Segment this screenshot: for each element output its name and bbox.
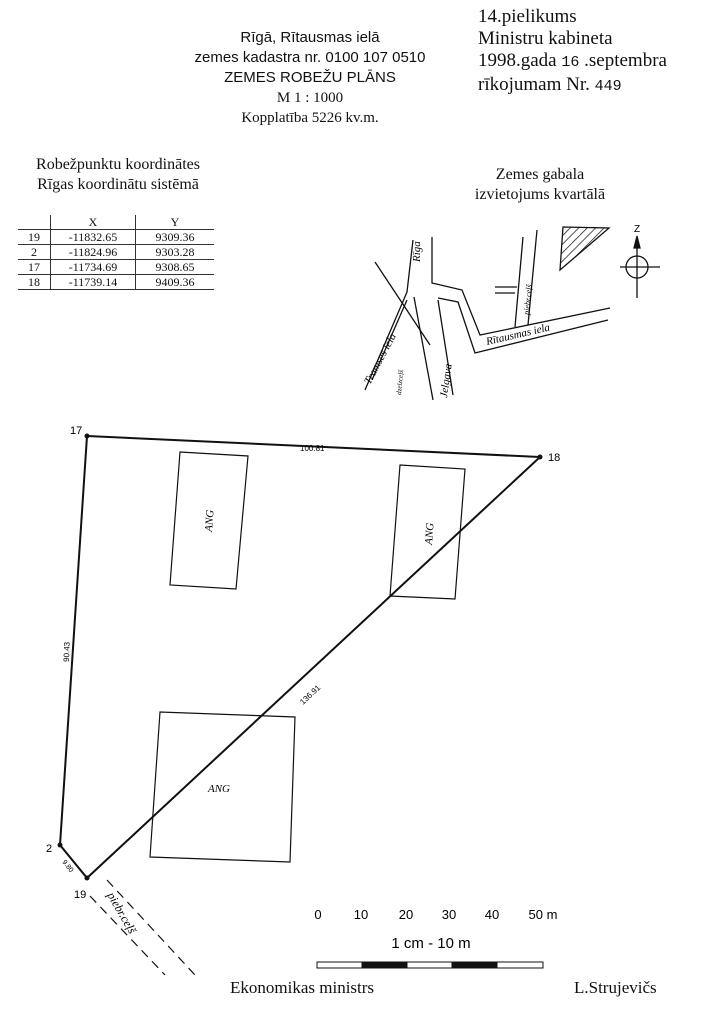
street-label-ritausmas: Rītausmas iela [484, 321, 552, 348]
boundary-point [57, 842, 63, 848]
distance-17-2: 90.43 [62, 641, 72, 662]
scale-tick-label: 50 m [529, 907, 558, 922]
street-line [527, 229, 538, 326]
coordinates-title: Robežpunktu koordinātes Rīgas koordinātu… [0, 155, 236, 195]
document-header: Rīgā, Rītausmas ielā zemes kadastra nr. … [160, 28, 460, 128]
cell-point: 2 [18, 244, 51, 260]
parcel-location-hatched [559, 226, 611, 272]
column-header-x: X [50, 215, 136, 230]
building-outline [149, 711, 296, 863]
scale-tick-label: 30 [442, 907, 456, 922]
cell-y: 9308.65 [135, 259, 214, 275]
building-outline [389, 464, 466, 600]
boundary-point [84, 433, 90, 439]
scale-tick-label: 0 [314, 907, 321, 922]
scale-bar [316, 961, 544, 969]
north-label: Z [634, 224, 640, 235]
scale-tick-label: 40 [485, 907, 499, 922]
street-label-riga: Rīga [411, 241, 423, 263]
street-label-tramses: Tramses iela [362, 331, 399, 386]
cell-y: 9303.28 [135, 244, 214, 260]
table-header-row: X Y [18, 215, 214, 230]
scale-segment [406, 961, 453, 969]
street-label-jelgava: Jelgava [438, 362, 455, 398]
address: Rīgā, Rītausmas ielā [240, 29, 380, 46]
building-label: ANG [423, 522, 437, 546]
street-line [371, 299, 408, 381]
scale-tick-label: 10 [354, 907, 368, 922]
document-title: ZEMES ROBEŽU PLĀNS [224, 69, 396, 86]
scale-segment [451, 961, 498, 969]
coordinates-title-line2: Rīgas koordinātu sistēmā [37, 176, 199, 193]
point-label-2: 2 [46, 843, 52, 855]
building-label: ANG [203, 509, 217, 533]
street-label-railway: dzelzceļš [395, 369, 405, 395]
parcel-boundary [58, 435, 543, 880]
location-title-line2: izvietojums kvartālā [474, 186, 606, 203]
annex-year: 1998.gada [478, 50, 557, 71]
street-label-driveway: piebr.ceļš [522, 283, 535, 316]
signatory-position: Ekonomikas ministrs [230, 978, 375, 997]
cell-point: 19 [18, 229, 51, 245]
scale-segment [361, 961, 408, 969]
point-label-18: 18 [548, 452, 560, 464]
boundary-point [84, 875, 90, 881]
annex-date: 1998.gada 16 .septembra [478, 50, 667, 74]
distance-19-18: 136.91 [298, 683, 322, 707]
scale-tick-label: 20 [399, 907, 413, 922]
street-line [364, 239, 414, 391]
driveway-edge [106, 879, 196, 976]
cell-x: -11739.14 [50, 274, 136, 290]
cell-x: -11824.96 [50, 244, 136, 260]
coordinates-title-line1: Robežpunktu koordinātes [36, 156, 200, 173]
annex-number: 14.pielikums [478, 6, 577, 27]
cadastre-number: zemes kadastra nr. 0100 107 0510 [194, 49, 426, 66]
cell-x: -11832.65 [50, 229, 136, 245]
street-line [437, 297, 609, 354]
north-arrow-icon [633, 235, 641, 249]
street-line [437, 299, 454, 396]
order-number: 449 [594, 78, 622, 95]
point-label-17: 17 [70, 425, 82, 437]
annex-day: 16 [561, 54, 580, 71]
total-area: Kopplatība 5226 kv.m. [241, 110, 379, 126]
column-header-y: Y [135, 215, 214, 230]
cell-point: 17 [18, 259, 51, 275]
location-map-title: Zemes gabala izvietojums kvartālā [450, 165, 630, 205]
plan-scale: M 1 : 1000 [276, 90, 344, 106]
street-line [413, 296, 434, 401]
cell-y: 9409.36 [135, 274, 214, 290]
driveway-edge [89, 895, 166, 976]
scale-segment [316, 961, 363, 969]
building-outline [169, 451, 249, 590]
annex-order: rīkojumam Nr. 449 [478, 74, 667, 98]
street-line [514, 236, 524, 328]
signatory-name: L.Strujevičs [574, 978, 657, 997]
location-map [364, 226, 660, 401]
annex-month: .septembra [584, 50, 667, 71]
point-label-19: 19 [74, 889, 86, 901]
location-title-line1: Zemes gabala [495, 166, 585, 183]
parcel-plan [58, 435, 543, 976]
street-line [431, 237, 611, 336]
cell-x: -11734.69 [50, 259, 136, 275]
boundary-point [537, 454, 543, 460]
cell-point: 18 [18, 274, 51, 290]
building-label: ANG [207, 783, 230, 795]
scale-caption: 1 cm - 10 m [391, 935, 470, 952]
distance-17-18: 100.81 [300, 444, 325, 453]
column-header-point [18, 215, 51, 230]
scale-segment [496, 961, 544, 969]
order-label: rīkojumam Nr. [478, 74, 590, 95]
annex-block: 14.pielikums Ministru kabineta 1998.gada… [478, 6, 667, 98]
annex-issuer: Ministru kabineta [478, 28, 613, 49]
cell-y: 9309.36 [135, 229, 214, 245]
